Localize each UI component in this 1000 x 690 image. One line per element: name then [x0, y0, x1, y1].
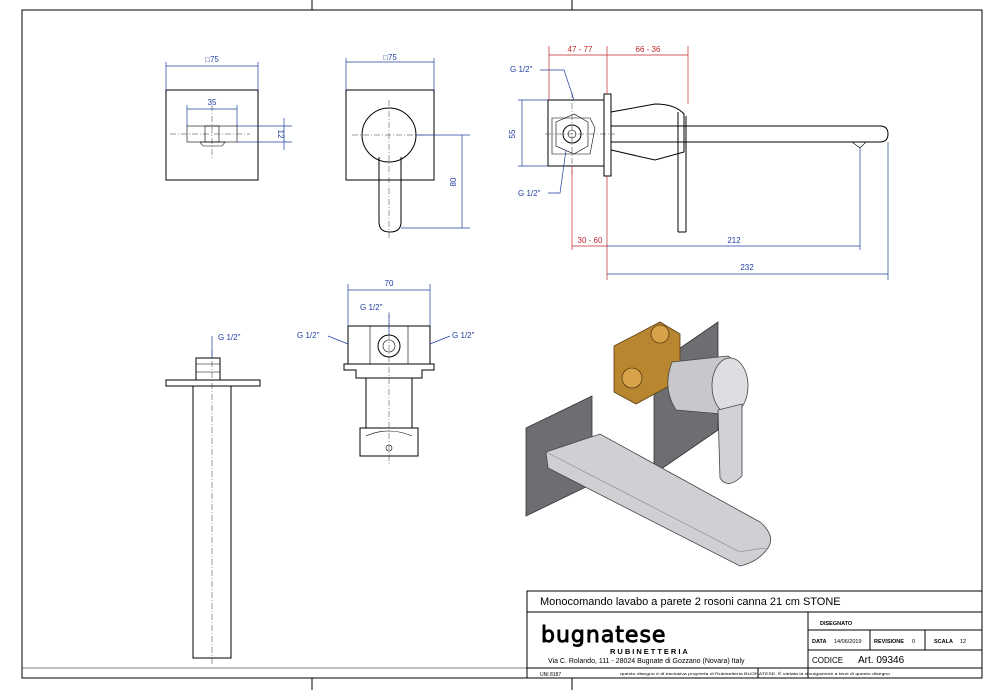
dim-232: 232 — [740, 263, 754, 272]
view-side: 47 - 77 66 - 36 G 1/2" G 1/2" 55 30 - 60… — [508, 45, 889, 280]
dim-47-77: 47 - 77 — [568, 45, 593, 54]
dim-70: 70 — [385, 279, 394, 288]
dim-height-12: 12 — [276, 130, 285, 139]
dim-30-60: 30 - 60 — [578, 236, 603, 245]
dim-height-80: 80 — [449, 177, 458, 186]
uni-text: UNI 8187 — [540, 672, 561, 678]
data-value: 14/06/2019 — [834, 639, 862, 645]
brand-subtitle: RUBINETTERIA — [610, 647, 690, 656]
view-spout-side: G 1/2" — [165, 333, 261, 665]
scala-label: SCALA — [934, 639, 953, 645]
label-g-body-top: G 1/2" — [360, 303, 383, 312]
address-text: Via C. Rolando, 111 - 28024 Bugnate di G… — [548, 658, 745, 665]
dim-212: 212 — [727, 236, 741, 245]
brand-logo: bugnatese — [541, 623, 666, 648]
dim-depth-35: 35 — [208, 98, 217, 107]
label-g-top: G 1/2" — [510, 65, 533, 74]
label-g-bottom: G 1/2" — [518, 189, 541, 198]
dim-front-width: □75 — [205, 55, 219, 64]
dim-side-width: □75 — [383, 53, 397, 62]
view-body-front: 70 G 1/2" G 1/2" G 1/2" — [297, 279, 475, 466]
title-block — [22, 590, 983, 679]
scala-value: 12 — [960, 639, 966, 645]
view-plate-top: □75 35 12 — [165, 55, 292, 181]
title-text: Monocomando lavabo a parete 2 rosoni can… — [540, 596, 841, 608]
disegnato-label: DISEGNATO — [820, 621, 853, 627]
revisione-label: REVISIONE — [874, 639, 904, 645]
label-g-body-left: G 1/2" — [297, 331, 320, 340]
codice-label: CODICE — [812, 656, 843, 665]
dim-66-36: 66 - 36 — [636, 45, 661, 54]
dim-55: 55 — [508, 129, 517, 138]
view-front: □75 80 — [345, 53, 470, 240]
codice-value: Art. 09346 — [858, 655, 905, 666]
sheet-border — [21, 9, 983, 679]
render-3d — [525, 321, 772, 567]
revisione-value: 0 — [912, 639, 915, 645]
disclaimer-text: questo disegno è di esclusiva proprietà … — [620, 671, 891, 676]
data-label: DATA — [812, 639, 826, 645]
label-g-spout: G 1/2" — [218, 333, 241, 342]
label-g-body-right: G 1/2" — [452, 331, 475, 340]
